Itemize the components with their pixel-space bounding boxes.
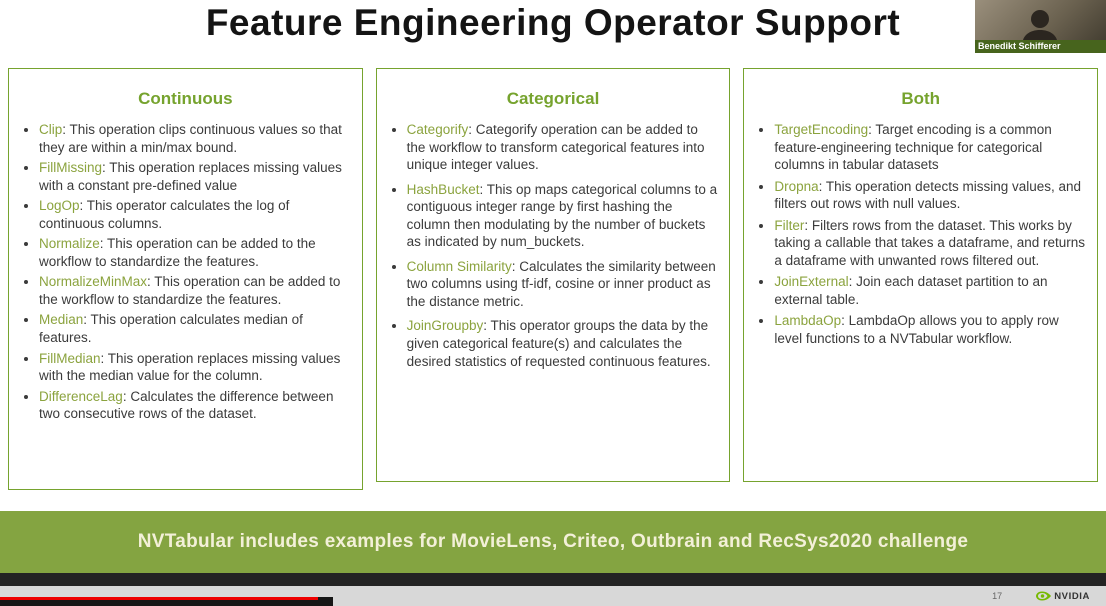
operator-name: Clip	[39, 122, 63, 137]
list-item: LogOp: This operator calculates the log …	[39, 197, 352, 232]
operator-name: Filter	[774, 217, 805, 233]
column-continuous: Continuous Clip: This operation clips co…	[8, 68, 363, 490]
operator-name: LogOp	[39, 198, 80, 214]
operator-name: NormalizeMinMax	[39, 274, 148, 290]
banner-text: NVTabular includes examples for MovieLen…	[137, 531, 969, 552]
list-item: NormalizeMinMax: This operation can be a…	[39, 273, 352, 308]
operator-list: TargetEncoding: Target encoding is a com…	[744, 121, 1097, 348]
operator-description: : This operator calculates the log of co…	[39, 198, 290, 231]
column-header: Both	[901, 89, 941, 108]
bottom-banner: NVTabular includes examples for MovieLen…	[0, 511, 1106, 573]
operator-description: : This operator groups the data by the g…	[406, 318, 711, 369]
operator-name: FillMissing	[39, 160, 103, 176]
list-item: Categorify: Categorify operation can be …	[407, 121, 720, 174]
webcam-overlay[interactable]: Benedikt Schifferer	[975, 0, 1106, 53]
operator-description: : Categorify operation can be added to t…	[406, 122, 705, 173]
operator-description: : Calculates the difference between two …	[39, 388, 334, 422]
list-item: LambdaOp: LambdaOp allows you to apply r…	[774, 312, 1087, 347]
operator-name: JoinGroupby	[406, 318, 484, 334]
operator-name: LambdaOp	[774, 313, 842, 329]
list-item: JoinExternal: Join each dataset partitio…	[774, 273, 1087, 308]
list-item: FillMedian: This operation replaces miss…	[39, 350, 352, 385]
nvidia-logo: NVIDIA	[1036, 591, 1090, 602]
operator-description: : This op maps categorical columns to a …	[406, 181, 718, 250]
operator-name: FillMedian	[39, 350, 101, 366]
list-item: JoinGroupby: This operator groups the da…	[407, 317, 720, 370]
page-number: 17	[992, 591, 1003, 601]
list-item: Filter: Filters rows from the dataset. T…	[774, 217, 1087, 270]
list-item: Normalize: This operation can be added t…	[39, 235, 352, 270]
list-item: Dropna: This operation detects missing v…	[774, 178, 1087, 213]
nvidia-eye-icon	[1036, 591, 1052, 601]
operator-name: HashBucket	[406, 181, 480, 197]
operator-name: Dropna	[774, 178, 819, 194]
operator-description: : This operation can be added to the wor…	[39, 236, 316, 269]
video-controls-bar[interactable]	[0, 597, 333, 606]
webcam-name-label: Benedikt Schifferer	[975, 40, 1106, 53]
operator-description: : This operation detects missing values,…	[774, 178, 1082, 212]
columns-row: Continuous Clip: This operation clips co…	[8, 68, 1099, 490]
list-item: Median: This operation calculates median…	[39, 311, 352, 346]
list-item: Clip: This operation clips continuous va…	[39, 121, 352, 156]
operator-name: Median	[39, 312, 84, 328]
operator-description: : This operation can be added to the wor…	[39, 274, 341, 307]
operator-description: : Calculates the similarity between two …	[406, 258, 716, 309]
operator-name: Column Similarity	[406, 258, 512, 274]
operator-description: : Filters rows from the dataset. This wo…	[774, 217, 1086, 268]
column-header: Categorical	[506, 89, 600, 108]
operator-description: : Join each dataset partition to an exte…	[774, 274, 1048, 307]
video-progress-bar[interactable]	[0, 597, 318, 600]
operator-description: : This operation calculates median of fe…	[39, 312, 303, 346]
column-header: Continuous	[138, 89, 233, 108]
column-both: Both TargetEncoding: Target encoding is …	[743, 68, 1099, 482]
operator-description: : This operation replaces missing values…	[39, 350, 341, 384]
operator-list: Categorify: Categorify operation can be …	[377, 121, 730, 370]
column-categorical: Categorical Categorify: Categorify opera…	[375, 68, 731, 482]
list-item: FillMissing: This operation replaces mis…	[39, 159, 352, 194]
list-item: HashBucket: This op maps categorical col…	[407, 181, 720, 251]
dark-divider-strip	[0, 573, 1106, 586]
operator-name: Normalize	[39, 236, 100, 252]
operator-name: DifferenceLag	[39, 388, 123, 404]
list-item: DifferenceLag: Calculates the difference…	[39, 388, 352, 423]
operator-name: JoinExternal	[774, 274, 849, 290]
operator-description: : This operation replaces missing values…	[39, 160, 342, 193]
page-title: Feature Engineering Operator Support	[205, 2, 901, 43]
operator-name: Categorify	[406, 122, 469, 137]
operator-description: : This operation clips continuous values…	[39, 122, 342, 155]
list-item: Column Similarity: Calculates the simila…	[407, 258, 720, 311]
nvidia-wordmark: NVIDIA	[1054, 590, 1090, 602]
operator-description: : Target encoding is a common feature-en…	[774, 122, 1052, 173]
operator-name: TargetEncoding	[774, 122, 869, 137]
list-item: TargetEncoding: Target encoding is a com…	[774, 121, 1087, 174]
operator-description: : LambdaOp allows you to apply row level…	[774, 313, 1059, 347]
operator-list: Clip: This operation clips continuous va…	[9, 121, 362, 423]
